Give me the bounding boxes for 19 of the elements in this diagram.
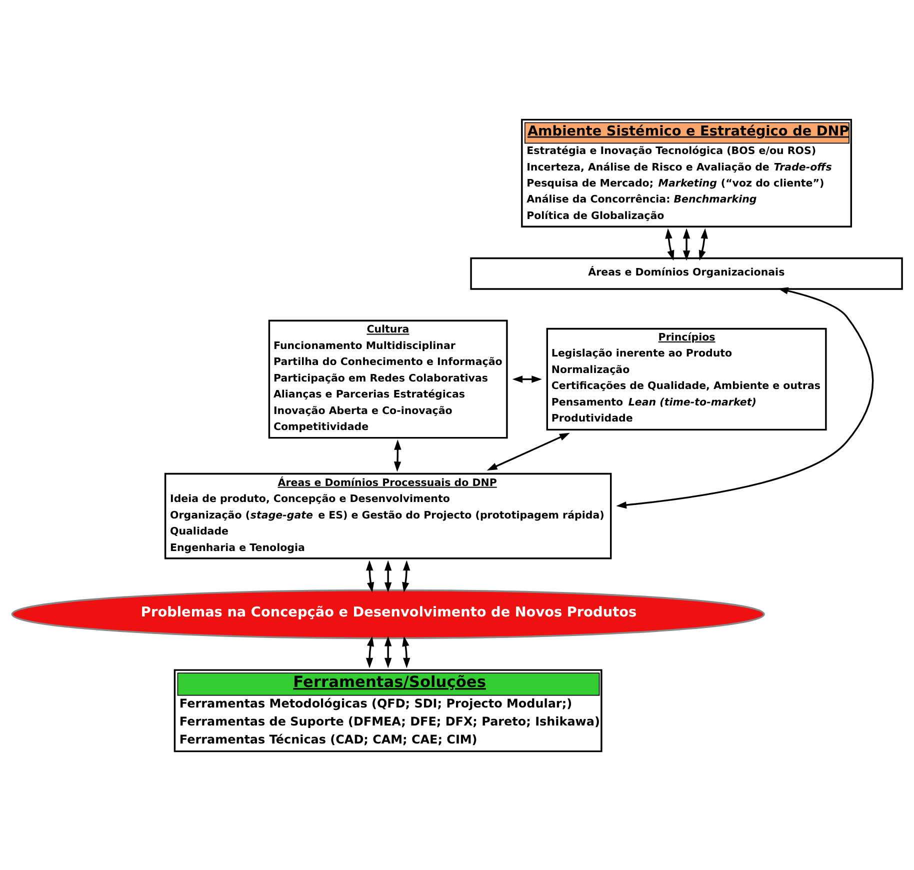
arrow [366, 635, 374, 668]
node-box: Princípios Legislação inerente ao Produto Normalização Certificações de Qualidade, Ambiente e outras Pensamento Lean (time-to-market) Produtividade [546, 327, 827, 430]
arrow [394, 439, 402, 472]
arrow [402, 560, 410, 592]
node-box: Áreas e Domínios Processuais do DNP Ideia de produto, Concepção e Desenvolvimento Organização (stage-gate e ES) e Gestão do Projecto (prototipagem rápida) Qualidade Engenharia e Tenologia [164, 472, 612, 559]
arrow [366, 560, 374, 592]
node-box: Áreas e Domínios Organizacionais [470, 256, 903, 290]
arrow [682, 228, 690, 260]
arrow [616, 286, 874, 508]
arrow [698, 228, 708, 260]
arrow [486, 432, 570, 470]
node-box: Ferramentas/Soluções Ferramentas Metodológicas (QFD; SDI; Projecto Modular;) Ferramentas de Suporte (DFMEA; DFE; DFX; Pareto; Ishikawa) Ferramentas Técnicas (CAD; CAM; CAE; CIM) [174, 668, 602, 752]
node-ellipse: Problemas na Concepção e Desenvolvimento de Novos Produtos [11, 588, 765, 639]
arrow [402, 635, 410, 668]
arrow [384, 560, 392, 592]
arrow [384, 635, 392, 668]
arrow [512, 375, 542, 382]
arrow [665, 228, 674, 260]
node-box: Cultura Funcionamento Multidisciplinar Partilha do Conhecimento e Informação Participação em Redes Colaborativas Alianças e Parcerias Estratégicas Inovação Aberta e Co-inovação Competitividade [268, 319, 508, 438]
